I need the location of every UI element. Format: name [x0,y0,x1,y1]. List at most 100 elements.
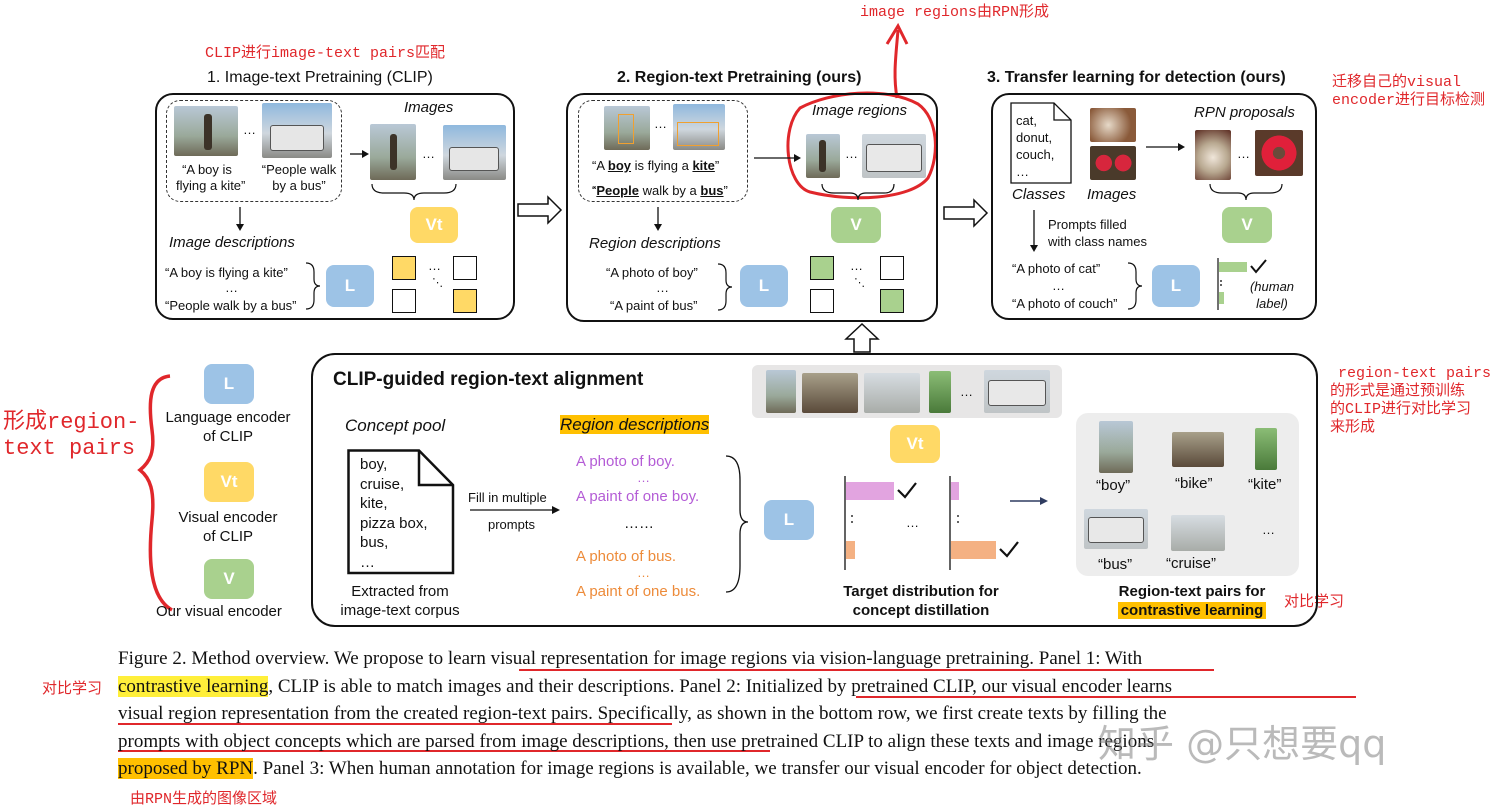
sim-cell [880,289,904,313]
vt-encoder-panel1: Vt [410,207,458,243]
panel2-title: 2. Region-text Pretraining (ours) [617,69,862,86]
l-encoder-panel1: L [326,265,374,307]
pairs-label: Region-text pairs for contrastive learni… [1117,583,1267,619]
v-encoder-panel2: V [831,207,881,243]
target-distribution-label: Target distribution for concept distilla… [843,583,999,619]
l-encoder-panel2: L [740,265,788,307]
panel1 [155,93,515,320]
concept-pool-label: Concept pool [345,416,446,435]
vt-encoder-bottom: Vt [890,425,940,463]
proposal-donut [1255,130,1303,176]
pair-region-boy [1099,421,1133,473]
annotation-right-pairs: region-text pairs 的形式是通过预训练 的CLIP进行对比学习 … [1330,365,1492,436]
annotation-form-pairs: 形成region- text pairs [3,410,140,461]
sim-cell [392,256,416,280]
bottom-panel [311,353,1318,627]
legend-visual-encoder-clip: Visual encoder of CLIP [178,509,278,545]
region-caption-bus: “People walk by a bus” [592,183,728,198]
classes-label: Classes [1012,186,1066,203]
region-bus [862,134,926,178]
images-label: Images [404,99,454,116]
bus-image [262,103,332,158]
desc-photo-cat: “A photo of cat” [1012,261,1101,276]
sim-cell [392,289,416,313]
caption-line-4: prompts with object concepts which are p… [118,730,1155,752]
legend-l-encoder: L [204,364,254,404]
prompt-paint-boy: A paint of one boy. [576,488,700,505]
panel3-title: 3. Transfer learning for detection (ours… [987,69,1286,86]
region-boy [806,134,840,178]
human-label-note: (human label) [1249,279,1295,311]
caption-line-2: contrastive learning, CLIP is able to ma… [118,675,1173,697]
annotation-top-rpn: image regions由RPN形成 [860,4,1050,21]
watermark: 知乎 @只想要qq [1098,722,1387,766]
caption-bus: “People walk by a bus” [261,162,337,193]
pair-region-cruise [1171,515,1225,551]
classes-document-icon [1010,102,1072,184]
strip-region-cruise [864,373,920,413]
images-label-panel3: Images [1087,186,1137,203]
pair-label-bus: “bus” [1098,556,1133,573]
desc-boy: “A boy is flying a kite” [165,265,288,280]
prompt-photo-boy: A photo of boy. [576,453,675,470]
bottom-title: CLIP-guided region-text alignment [333,369,644,390]
l-encoder-bottom: L [764,500,814,540]
desc-photo-boy: “A photo of boy” [606,265,698,280]
donut-image [1090,146,1136,180]
panel1-title: 1. Image-text Pretraining (CLIP) [207,69,433,86]
image-descriptions-label: Image descriptions [169,234,295,251]
panel1-pairs-box [166,100,342,202]
sim-cell [880,256,904,280]
desc-photo-couch: “A photo of couch” [1012,296,1118,311]
pair-region-bike [1172,432,1224,467]
pair-region-bus [1084,509,1148,549]
pair-label-boy: “boy” [1096,477,1131,494]
pair-label-kite: “kite” [1248,476,1282,493]
strip-region-bike [802,373,858,413]
caption-line-5: proposed by RPN. Panel 3: When human ann… [118,758,1142,779]
sim-cell [810,256,834,280]
concept-list: boy, cruise, kite, pizza box, bus, … [360,456,428,571]
strip-region-bus [984,370,1050,413]
bus-image-boxed [673,104,725,150]
extracted-from-note: Extracted from image-text corpus [340,583,460,619]
prompt-photo-bus: A photo of bus. [576,548,677,565]
region-descriptions-label: Region descriptions [589,235,721,252]
proposal-cat [1195,130,1231,180]
class-list: cat, donut, couch, … [1016,113,1055,179]
desc-bus: “People walk by a bus” [165,298,297,313]
caption-boy: “A boy is flying a kite” [176,162,246,193]
legend-our-visual-encoder: Our visual encoder [156,603,282,620]
region-descriptions-heading: Region descriptions [560,415,710,434]
desc-paint-bus: “A paint of bus” [610,298,698,313]
image-thumb-bus [443,125,506,180]
annotation-contrast-left: 对比学习 [42,681,103,698]
strip-region-boy [766,370,796,413]
sim-cell [453,256,477,280]
prompt-paint-bus: A paint of one bus. [576,583,701,600]
pair-region-kite [1255,428,1277,470]
caption-line-1: Figure 2. Method overview. We propose to… [118,648,1143,669]
caption-line-3: visual region representation from the cr… [118,703,1167,724]
concept-document-icon [347,449,455,575]
annotation-rpn-bottom: 由RPN生成的图像区域 [130,791,278,808]
image-thumb-boy [370,124,416,180]
boy-kite-image-boxed [604,106,650,150]
region-caption-boy: “A boy is flying a kite” [592,158,720,173]
sim-cell [453,289,477,313]
pair-label-cruise: “cruise” [1166,555,1217,572]
l-encoder-panel3: L [1152,265,1200,307]
sim-cell [810,289,834,313]
legend-v-encoder: V [204,559,254,599]
legend-vt-encoder: Vt [204,462,254,502]
pair-label-bike: “bike” [1175,475,1213,492]
legend-language-encoder: Language encoder of CLIP [165,409,291,445]
panel2-pairs-box [578,100,748,202]
fill-prompts-label-1: Fill in multiple [468,490,547,505]
annotation-clip-match: CLIP进行image-text pairs匹配 [205,45,446,62]
